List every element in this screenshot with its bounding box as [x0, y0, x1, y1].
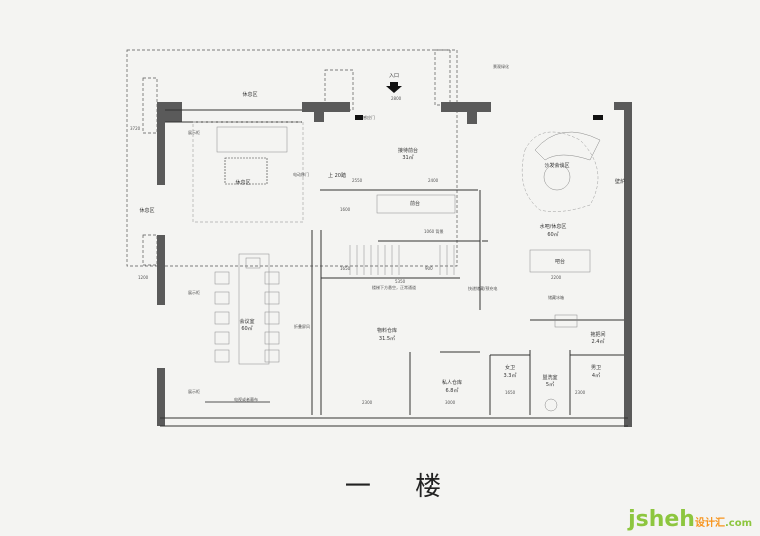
- svg-text:2550: 2550: [352, 178, 363, 183]
- logo-suffix: 设计汇: [694, 518, 725, 529]
- women-wc-area: 3.3㎡: [504, 372, 517, 379]
- svg-text:2400: 2400: [428, 178, 439, 183]
- floor-title: 一 楼: [345, 472, 459, 502]
- display-cabinet-2: 展示柜: [188, 289, 200, 295]
- fridge-label: 储藏冰箱: [548, 294, 564, 300]
- svg-text:2800: 2800: [391, 96, 402, 101]
- tv-note: 电视或者幕布: [234, 396, 258, 402]
- terrace-outline: [126, 49, 458, 267]
- rest-area-left-label: 休息区: [139, 207, 154, 214]
- bar-lounge-label: 水吧/休息区: [540, 223, 567, 230]
- meeting-room-area: 60㎡: [241, 325, 252, 332]
- svg-text:2300: 2300: [362, 400, 373, 405]
- dimensions: 2800 2550 2400 1600 1650 900 2200 2300 1…: [130, 96, 586, 405]
- under-stairs-note: 楼梯下方悬空，正常通道: [372, 284, 416, 290]
- jsheh-logo: jsheh设计汇.com: [628, 507, 752, 532]
- front-desk-label: 前台: [410, 200, 420, 207]
- reception-area: 31㎡: [402, 154, 413, 161]
- svg-text:3720: 3720: [130, 126, 141, 131]
- mop-room-label: 拖把间: [590, 331, 605, 338]
- entrance-arrow-icon: [386, 82, 402, 93]
- interior-walls: [160, 109, 628, 427]
- sensor-door-note: 感应门: [363, 114, 375, 120]
- reception-label: 接待前台: [398, 147, 418, 154]
- rest-area-top-label: 休息区: [242, 91, 257, 98]
- washroom-area: 5㎡: [546, 381, 554, 388]
- bar-lounge-area: 60㎡: [547, 231, 558, 238]
- svg-text:1600: 1600: [340, 207, 351, 212]
- delivery-note: 快递储藏/预充电: [468, 285, 497, 291]
- private-storage-label: 私人仓库: [442, 379, 462, 386]
- logo-brand: jsheh: [628, 507, 695, 532]
- landscape-note: 景观绿化: [493, 63, 509, 69]
- walls: [157, 102, 632, 427]
- entrance-label: 入口: [389, 73, 399, 79]
- svg-text:2200: 2200: [551, 275, 562, 280]
- bar-counter-label: 吧台: [555, 258, 565, 265]
- svg-text:3000: 3000: [445, 400, 456, 405]
- display-cabinet-1: 展示柜: [188, 129, 200, 135]
- men-wc-label: 男卫: [591, 365, 601, 371]
- storage-label: 物料仓库: [377, 327, 397, 334]
- staircase: [349, 245, 455, 275]
- svg-text:1200: 1200: [138, 275, 149, 280]
- fireplace-label: 壁炉: [615, 178, 625, 185]
- women-wc-label: 女卫: [505, 364, 515, 371]
- svg-text:1650: 1650: [340, 266, 351, 271]
- mop-room-area: 2.4㎡: [592, 338, 605, 345]
- stairs-up-note: 上 20踏: [328, 172, 346, 179]
- furniture: [192, 121, 601, 412]
- men-wc-area: 4㎡: [592, 372, 600, 379]
- private-storage-area: 6.8㎡: [446, 387, 459, 394]
- display-cabinet-3: 展示柜: [188, 388, 200, 394]
- washroom-label: 盥洗室: [542, 374, 557, 381]
- svg-text:2300: 2300: [575, 390, 586, 395]
- folding-screen-note: 折叠屏风: [294, 323, 310, 329]
- storage-area: 31.5㎡: [379, 335, 395, 342]
- svg-text:5350: 5350: [395, 279, 406, 284]
- sofa-area-label: 沙发会谈区: [544, 162, 569, 169]
- svg-text:1650: 1650: [505, 390, 516, 395]
- background-note: 1060 背景: [424, 228, 443, 234]
- svg-text:900: 900: [425, 266, 433, 271]
- electric-door-note: 电动移门: [293, 171, 309, 177]
- logo-domain: .com: [724, 518, 752, 529]
- meeting-room-label: 会议室: [239, 318, 254, 325]
- lounge-label: 休息区: [235, 179, 250, 186]
